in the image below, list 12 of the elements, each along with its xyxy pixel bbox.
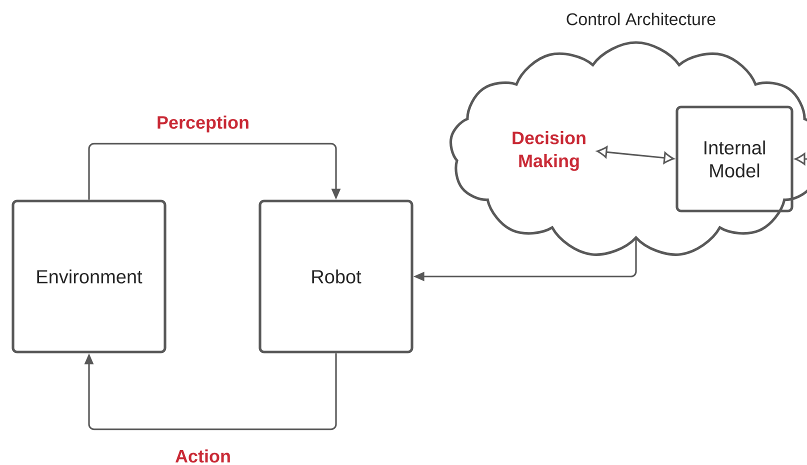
cloud xyxy=(449,41,807,256)
process-box: Internal Model xyxy=(676,106,794,212)
process-box: Robot xyxy=(258,200,414,354)
heading: Control Architecture xyxy=(566,12,716,26)
arrow xyxy=(596,146,674,164)
edge-label: Perception xyxy=(156,114,251,134)
edge-label: Action xyxy=(174,448,232,464)
label-text: Decision Making xyxy=(512,131,586,171)
arrow xyxy=(794,153,807,165)
arrow xyxy=(88,142,341,200)
process-box: Environment xyxy=(12,200,166,354)
arrow xyxy=(84,353,337,430)
